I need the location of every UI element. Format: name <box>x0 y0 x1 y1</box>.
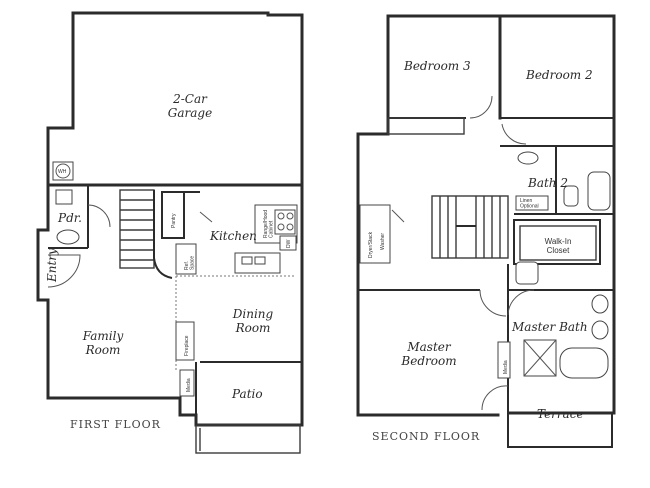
range <box>274 209 296 235</box>
range-label-line: Range/Hood <box>263 210 269 238</box>
entry-label: Entry <box>45 248 59 283</box>
family-room-label-line: Family <box>82 329 124 343</box>
master-bath-door-swing <box>507 289 535 316</box>
pantry <box>161 191 185 239</box>
master-media <box>497 341 511 379</box>
media-niche <box>179 369 195 397</box>
dining-room-label-line: Dining <box>232 307 274 321</box>
bedroom2-door-swing <box>501 123 527 145</box>
shower-diagonal <box>523 339 557 377</box>
water-heater-icon <box>55 163 71 179</box>
dishwasher <box>279 235 297 251</box>
master-bedroom-door-swing <box>479 289 507 317</box>
laundry <box>359 204 391 264</box>
walk-in-label-line: Walk-In <box>545 237 572 246</box>
range-label-line: Cabinet <box>269 220 275 238</box>
master-toilet <box>515 261 539 285</box>
range-label: Range/HoodCabinet <box>263 210 275 238</box>
master-bath-label: Master Bath <box>511 320 588 334</box>
linen-label-line: Linen <box>520 198 532 204</box>
bath2-tub <box>587 171 611 211</box>
range-burner <box>277 223 285 231</box>
water-heater-label: WH <box>58 169 67 175</box>
first-floor-plan: WH Pantry <box>36 11 304 454</box>
powder-door-swing <box>87 204 111 228</box>
garage-label-line-line: Garage <box>168 106 212 120</box>
second-floor-stair <box>431 195 509 259</box>
fireplace-label: Fireplace <box>184 335 190 356</box>
pantry-door <box>199 211 213 223</box>
first-floor-caption: FIRST FLOOR <box>70 418 161 431</box>
dryer-label: Dryer/Stack <box>368 231 374 258</box>
family-room-label-line-line: Room <box>85 343 121 357</box>
washer-label: Washer <box>380 233 386 250</box>
bedroom2-label: Bedroom 2 <box>525 68 593 82</box>
powder-toilet <box>55 189 73 205</box>
laundry-door <box>391 209 405 223</box>
bath2-sink <box>517 151 539 165</box>
range-burner <box>286 212 294 220</box>
walk-in-closet <box>513 219 601 265</box>
range-burner <box>286 223 294 231</box>
island-sink <box>241 256 253 265</box>
patio-slab <box>195 424 301 454</box>
second-floor-outline-west <box>356 14 500 417</box>
powder-sink <box>56 229 80 245</box>
master-bedroom-label-line: Master <box>406 340 452 354</box>
terrace-walls <box>507 382 613 448</box>
bedroom3-closet <box>387 117 465 135</box>
ref-space-label-line: Space <box>190 256 196 270</box>
linen-label-line: Optional <box>520 204 539 210</box>
stair-treads <box>120 199 154 261</box>
dining-room-label-line-line: Room <box>235 321 271 335</box>
island-sink <box>254 256 266 265</box>
first-floor-stair <box>119 189 155 269</box>
range-burner <box>277 212 285 220</box>
master-tub <box>559 347 609 379</box>
garage-walls <box>46 11 304 187</box>
closet-rod <box>519 225 597 261</box>
stair-curve-wall <box>153 190 173 279</box>
garage-label-line: 2-Car <box>172 92 208 106</box>
bath2-toilet <box>563 185 579 207</box>
bedroom3-label: Bedroom 3 <box>403 59 471 73</box>
dishwasher-label: DW <box>286 239 292 248</box>
pantry-label: Pantry <box>171 213 177 228</box>
ref-space-label-line: Ref. <box>184 261 190 270</box>
entry-door-swing <box>47 254 81 288</box>
terrace-door-swing <box>481 385 509 411</box>
second-floor-caption: SECOND FLOOR <box>372 430 480 443</box>
fireplace <box>175 321 195 361</box>
patio-label: Patio <box>231 387 263 401</box>
bedroom3-door-swing <box>469 95 493 119</box>
walk-in-label-line-line: Closet <box>547 246 570 255</box>
ref-space <box>175 243 197 275</box>
master-sink <box>591 294 609 314</box>
master-bedroom-label-line-line: Bedroom <box>400 354 456 368</box>
pdr-label: Pdr. <box>57 211 82 225</box>
master-sink <box>591 320 609 340</box>
terrace-label: Terrace <box>537 407 584 421</box>
kitchen-label: Kitchen <box>209 229 257 243</box>
bath2-label: Bath 2 <box>527 176 568 190</box>
master-media-label: Media <box>503 360 509 374</box>
ref-space-label: Ref.Space <box>184 256 196 270</box>
linen-closet <box>515 195 549 211</box>
media-label: Media <box>186 378 192 392</box>
